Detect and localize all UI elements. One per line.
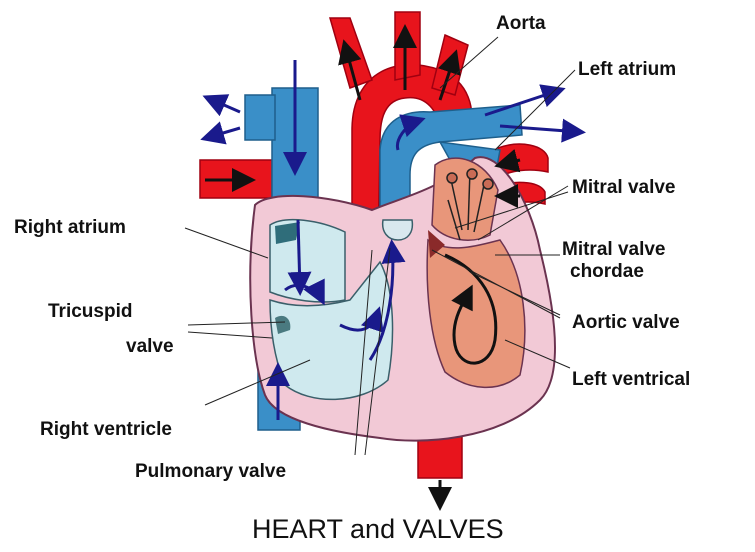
label-aorta: Aorta bbox=[496, 14, 546, 33]
label-mitral-valve: Mitral valve bbox=[572, 178, 676, 197]
label-tricuspid-line2: valve bbox=[126, 337, 174, 356]
label-right-ventricle: Right ventricle bbox=[40, 420, 172, 439]
label-mitral-valve-chordae-line1: Mitral valve bbox=[562, 240, 666, 259]
label-left-ventrical: Left ventrical bbox=[572, 370, 690, 389]
label-aortic-valve: Aortic valve bbox=[572, 313, 680, 332]
label-mitral-valve-chordae-line2: chordae bbox=[570, 262, 644, 281]
label-pulmonary-valve: Pulmonary valve bbox=[135, 462, 286, 481]
label-tricuspid-line1: Tricuspid bbox=[48, 302, 132, 321]
diagram-title: HEART and VALVES bbox=[252, 514, 504, 545]
label-right-atrium: Right atrium bbox=[14, 218, 126, 237]
left-ventricle-chamber bbox=[427, 240, 525, 387]
label-left-atrium: Left atrium bbox=[578, 60, 676, 79]
